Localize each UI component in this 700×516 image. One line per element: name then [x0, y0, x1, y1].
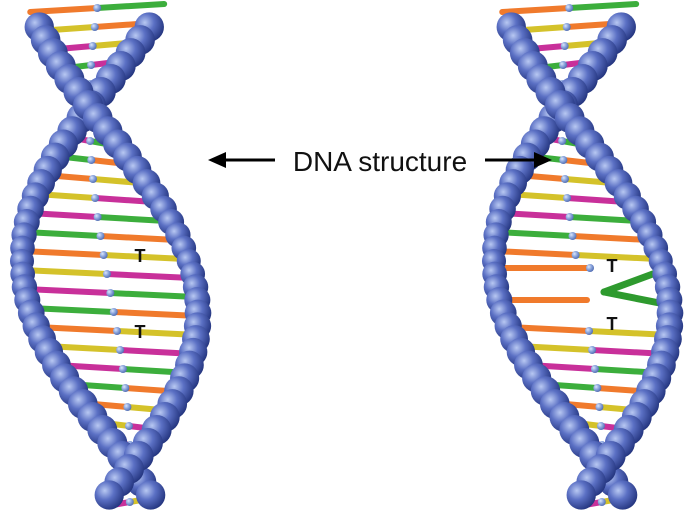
hydrogen-bond-node — [597, 498, 606, 506]
hydrogen-bond-node — [91, 194, 100, 202]
base-rung — [94, 214, 169, 224]
hydrogen-bond-node — [559, 61, 568, 69]
thymine-label: T — [135, 322, 146, 342]
hydrogen-bond-node — [588, 346, 597, 354]
sugar-phosphate-bead — [135, 480, 166, 510]
hydrogen-bond-node — [596, 422, 605, 430]
thymine-label: T — [607, 256, 618, 276]
normal-dna-helix — [9, 1, 212, 510]
hydrogen-bond-node — [116, 346, 125, 354]
hydrogen-bond-node — [93, 4, 102, 12]
backbone-strand-b — [24, 12, 212, 510]
base-rung — [100, 252, 189, 262]
backbone-strand-b — [496, 12, 684, 510]
base-rung — [94, 1, 168, 11]
thymine-label: T — [135, 246, 146, 266]
sugar-phosphate-bead — [566, 480, 596, 510]
hydrogen-bond-node — [102, 270, 111, 278]
hydrogen-bond-node — [563, 194, 572, 202]
hydrogen-bond-node — [558, 137, 567, 145]
hydrogen-bond-node — [88, 42, 97, 50]
base-rung — [566, 214, 641, 224]
hydrogen-bond-node — [565, 213, 574, 221]
hydrogen-bond-node — [585, 327, 594, 335]
hydrogen-bond-node — [87, 156, 96, 164]
hydrogen-bond-node — [560, 42, 569, 50]
base-rung — [491, 248, 579, 258]
hydrogen-bond-node — [559, 156, 568, 164]
base-rung — [572, 252, 661, 262]
hydrogen-bond-node — [106, 289, 115, 297]
base-rung — [103, 271, 195, 281]
hydrogen-bond-node — [123, 403, 132, 411]
base-rung — [499, 5, 573, 15]
left-arrow — [208, 152, 275, 168]
base-rung — [27, 5, 101, 15]
hydrogen-bond-node — [109, 308, 118, 316]
hydrogen-bond-node — [590, 365, 599, 373]
hydrogen-bond-node — [124, 422, 133, 430]
base-rung — [21, 229, 104, 239]
backbone-strand-a — [9, 12, 166, 510]
title-label: DNA structure — [293, 146, 467, 177]
base-rung — [110, 309, 201, 319]
hydrogen-bond-node — [571, 251, 580, 259]
sugar-phosphate-bead — [607, 480, 638, 510]
hydrogen-bond-node — [93, 213, 102, 221]
hydrogen-bond-node — [99, 251, 108, 259]
sugar-phosphate-bead — [94, 480, 124, 510]
base-rung — [19, 267, 110, 277]
thymine-label: T — [607, 314, 618, 334]
right-arrow — [485, 152, 552, 168]
hydrogen-bond-node — [560, 175, 569, 183]
hydrogen-bond-node — [90, 23, 99, 31]
base-rung — [107, 290, 199, 300]
hydrogen-bond-node — [113, 327, 122, 335]
hydrogen-bond-node — [125, 498, 134, 506]
hydrogen-bond-node — [562, 23, 571, 31]
thymine-dimer — [491, 264, 674, 309]
base-rung — [97, 233, 180, 243]
base-rung — [21, 286, 114, 296]
hydrogen-bond-node — [121, 384, 130, 392]
hydrogen-bond-node — [88, 175, 97, 183]
base-rung — [493, 229, 576, 239]
hydrogen-bond-node — [565, 4, 574, 12]
hydrogen-bond-node — [96, 232, 105, 240]
base-rung — [566, 1, 640, 11]
hydrogen-bond-node — [87, 61, 96, 69]
base-rung — [569, 233, 652, 243]
hydrogen-bond-node — [568, 232, 577, 240]
hydrogen-bond-node — [593, 384, 602, 392]
hydrogen-bond-node — [86, 137, 95, 145]
hydrogen-bond-node — [118, 365, 127, 373]
damaged-dna-helix — [481, 1, 684, 510]
hydrogen-bond-node — [595, 403, 604, 411]
base-rung — [19, 248, 107, 258]
